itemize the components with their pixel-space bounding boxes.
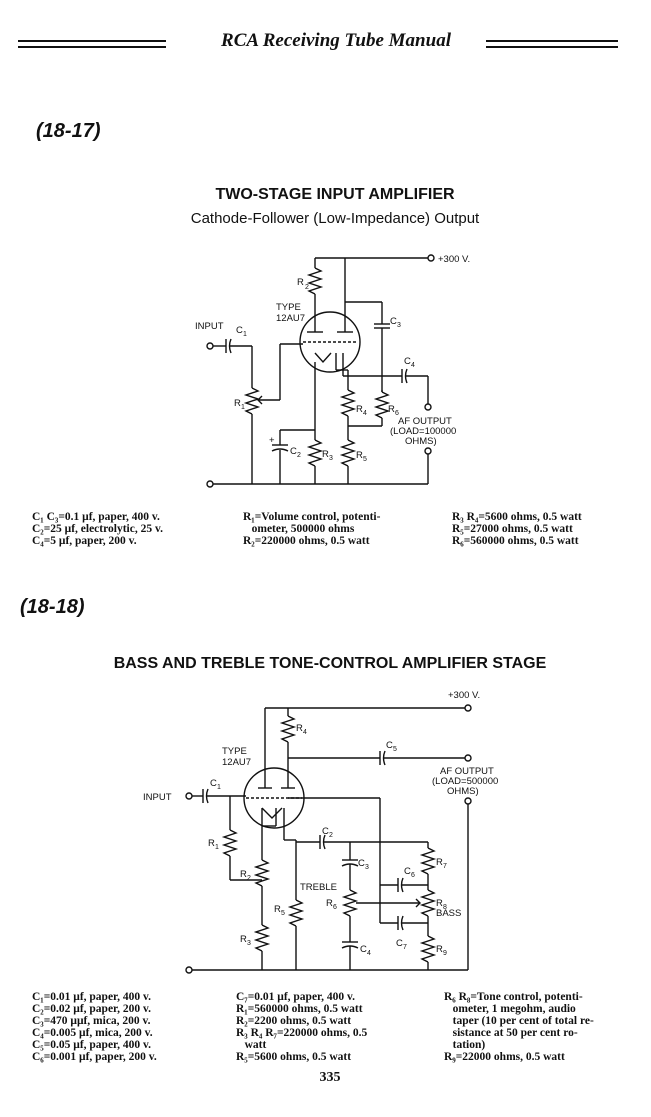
svg-text:R: R: [208, 838, 215, 849]
svg-text:C: C: [358, 858, 365, 869]
svg-text:5: 5: [363, 456, 367, 463]
svg-text:(LOAD=500000: (LOAD=500000: [432, 776, 498, 787]
svg-text:TYPE: TYPE: [222, 746, 247, 757]
svg-text:TYPE: TYPE: [276, 302, 301, 313]
svg-text:TREBLE: TREBLE: [300, 882, 337, 893]
terminal-ground-out: [424, 447, 432, 455]
svg-text:R: R: [240, 934, 247, 945]
svg-text:R: R: [297, 277, 304, 288]
svg-text:R: R: [240, 869, 247, 880]
svg-text:C: C: [360, 944, 367, 955]
terminal-input: [206, 342, 214, 350]
header-title: RCA Receiving Tube Manual: [221, 30, 451, 51]
b-plus-label: +300 V.: [438, 254, 470, 265]
parts-list-2c: R₆ R₈=Tone control, potenti- ometer, 1 m…: [444, 991, 594, 1063]
svg-text:3: 3: [397, 322, 401, 329]
svg-text:5: 5: [393, 746, 397, 753]
svg-text:R: R: [274, 904, 281, 915]
terminal-ground: [206, 480, 214, 488]
parts-list-2b: C₇=0.01 μf, paper, 400 v.R₁=560000 ohms,…: [236, 991, 368, 1063]
terminal-output: [424, 403, 432, 411]
running-header: RCA Receiving Tube Manual: [18, 30, 618, 54]
svg-text:6: 6: [333, 904, 337, 911]
svg-text:4: 4: [363, 410, 367, 417]
schematic-tone-control: +300 V. R 4 C 5 AF OUTPUT (LOAD=500000 O…: [143, 690, 498, 974]
svg-text:C: C: [396, 938, 403, 949]
svg-text:6: 6: [395, 410, 399, 417]
svg-text:7: 7: [443, 863, 447, 870]
terminal-b-plus: [427, 254, 435, 262]
svg-text:C: C: [210, 778, 217, 789]
svg-text:C: C: [322, 826, 329, 837]
svg-text:C: C: [290, 446, 297, 457]
svg-text:3: 3: [247, 940, 251, 947]
svg-text:R: R: [388, 404, 395, 415]
terminal-output: [464, 754, 472, 762]
svg-text:3: 3: [365, 864, 369, 871]
circuit-subtitle: Cathode-Follower (Low-Impedance) Output: [190, 210, 480, 227]
svg-text:INPUT: INPUT: [195, 321, 224, 332]
svg-text:C: C: [390, 316, 397, 327]
svg-text:R: R: [356, 404, 363, 415]
header-rule-right: [486, 40, 618, 48]
parts-list-1a: C₁ C₃=0.1 μf, paper, 400 v.C₂=25 μf, ele…: [32, 511, 163, 547]
svg-text:INPUT: INPUT: [143, 792, 172, 803]
svg-text:R: R: [356, 450, 363, 461]
svg-text:R: R: [436, 944, 443, 955]
svg-text:AF OUTPUT: AF OUTPUT: [440, 766, 494, 777]
terminal-ground: [185, 966, 193, 974]
svg-text:R: R: [436, 857, 443, 868]
figure-number: (18-17): [36, 120, 101, 142]
terminal-ground-out: [464, 797, 472, 805]
svg-text:(LOAD=100000: (LOAD=100000: [390, 426, 456, 437]
svg-text:R: R: [326, 898, 333, 909]
header-rule-left: [18, 40, 166, 48]
svg-text:2: 2: [329, 832, 333, 839]
svg-text:9: 9: [443, 950, 447, 957]
svg-text:4: 4: [411, 362, 415, 369]
svg-text:1: 1: [215, 844, 219, 851]
svg-text:12AU7: 12AU7: [222, 757, 251, 768]
svg-text:7: 7: [403, 944, 407, 951]
svg-text:4: 4: [303, 729, 307, 736]
svg-text:OHMS): OHMS): [447, 786, 479, 797]
svg-text:12AU7: 12AU7: [276, 313, 305, 324]
svg-text:2: 2: [297, 452, 301, 459]
svg-text:2: 2: [247, 875, 251, 882]
terminal-b-plus: [464, 704, 472, 712]
svg-text:4: 4: [367, 950, 371, 957]
circuit-title: BASS AND TREBLE TONE-CONTROL AMPLIFIER S…: [113, 655, 547, 672]
svg-text:+: +: [269, 435, 275, 446]
page-number: 335: [319, 1070, 341, 1085]
svg-text:2: 2: [305, 284, 309, 291]
parts-list-2a: C₁=0.01 μf, paper, 400 v.C₂=0.02 μf, pap…: [32, 991, 157, 1063]
svg-text:C: C: [386, 740, 393, 751]
figure-number: (18-18): [20, 596, 85, 618]
svg-text:1: 1: [217, 784, 221, 791]
svg-text:+300 V.: +300 V.: [448, 690, 480, 701]
svg-text:OHMS): OHMS): [405, 436, 437, 447]
svg-text:3: 3: [329, 455, 333, 462]
circuit-title: TWO-STAGE INPUT AMPLIFIER: [215, 186, 455, 203]
svg-text:5: 5: [281, 910, 285, 917]
schematic-two-stage: +300 V. R 2 C 3 TYPE 12AU7 INPUT C 1 R 1…: [195, 254, 470, 488]
svg-text:BASS: BASS: [436, 908, 461, 919]
parts-list-1b: R₁=Volume control, potenti- ometer, 5000…: [243, 511, 381, 547]
svg-text:6: 6: [411, 872, 415, 879]
svg-text:AF OUTPUT: AF OUTPUT: [398, 416, 452, 427]
svg-text:1: 1: [243, 331, 247, 338]
svg-text:1: 1: [241, 404, 245, 411]
svg-text:C: C: [404, 356, 411, 367]
svg-text:C: C: [236, 325, 243, 336]
svg-text:R: R: [436, 898, 443, 909]
svg-text:R: R: [296, 723, 303, 734]
tube-12au7: [299, 311, 361, 373]
svg-text:R: R: [322, 449, 329, 460]
svg-text:R: R: [234, 398, 241, 409]
svg-text:8: 8: [443, 904, 447, 911]
terminal-input: [185, 792, 193, 800]
svg-text:C: C: [404, 866, 411, 877]
